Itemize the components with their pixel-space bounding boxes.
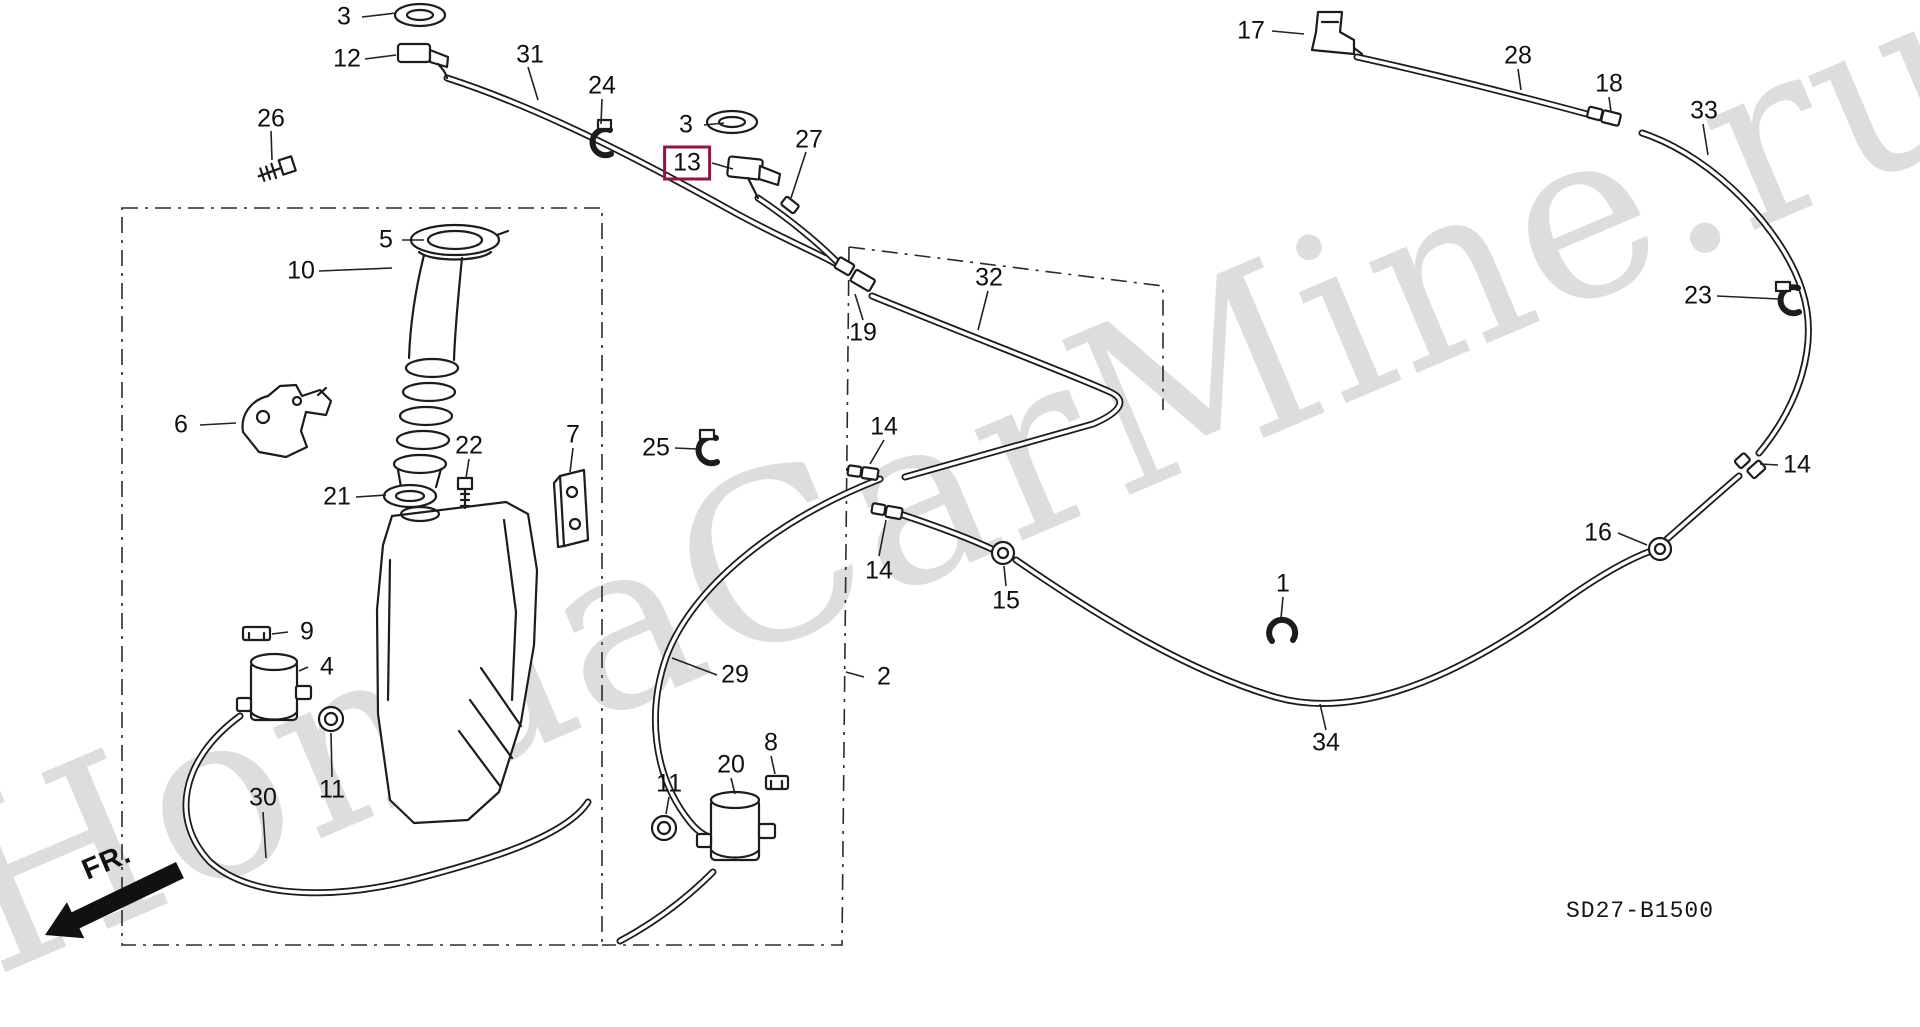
- washer-nozzle-13: [726, 155, 782, 200]
- hose-joint-14-lower: [870, 502, 904, 521]
- callout-11-35[interactable]: 11: [656, 769, 682, 798]
- callout-25-20[interactable]: 25: [642, 433, 670, 462]
- callout-14-25[interactable]: 14: [865, 556, 893, 585]
- hose-joint-27: [780, 195, 800, 215]
- callout-19-16[interactable]: 19: [849, 318, 877, 347]
- callout-12-1[interactable]: 12: [333, 44, 361, 73]
- grommet-11-left: [317, 705, 345, 733]
- grommet-16: [1647, 536, 1673, 562]
- nozzle-seal-3-left: [393, 2, 447, 28]
- callout-3-5[interactable]: 3: [679, 110, 693, 139]
- clip-23: [1774, 280, 1802, 317]
- washer-nozzle-12: [396, 42, 450, 80]
- callout-17-8[interactable]: 17: [1237, 16, 1265, 45]
- clip-1: [1266, 616, 1299, 644]
- hose-joint-19: [833, 256, 876, 292]
- callout-28-9[interactable]: 28: [1504, 41, 1532, 70]
- callout-3-0[interactable]: 3: [337, 2, 351, 31]
- boundary-box-reservoir: [121, 207, 603, 946]
- callout-2-31[interactable]: 2: [877, 662, 891, 691]
- callout-27-7[interactable]: 27: [795, 125, 823, 154]
- bracket-7: [552, 468, 590, 549]
- callout-6-17[interactable]: 6: [174, 410, 188, 439]
- callout-30-36[interactable]: 30: [249, 783, 277, 812]
- callout-33-11[interactable]: 33: [1690, 96, 1718, 125]
- filler-neck-10: [392, 253, 464, 489]
- callout-31-2[interactable]: 31: [516, 40, 544, 69]
- fr-indicator: FR.: [30, 838, 220, 955]
- callout-10-13[interactable]: 10: [287, 256, 315, 285]
- callout-21-23[interactable]: 21: [323, 482, 351, 511]
- clip-24: [589, 118, 614, 159]
- boundary-lines-tube-2: [602, 246, 1164, 946]
- leader-lines: [199, 12, 1780, 859]
- callout-29-30[interactable]: 29: [721, 660, 749, 689]
- pump-cover-9: [241, 625, 272, 642]
- clip-25: [695, 428, 720, 467]
- washer-pump-4: [235, 652, 313, 722]
- hose-joint-18: [1586, 105, 1622, 127]
- callout-7-19[interactable]: 7: [566, 420, 580, 449]
- callout-14-22[interactable]: 14: [1783, 450, 1811, 479]
- callout-22-18[interactable]: 22: [455, 431, 483, 460]
- diagram-linework: [121, 2, 1920, 946]
- callout-20-33[interactable]: 20: [717, 750, 745, 779]
- grommet-15: [990, 540, 1016, 566]
- callout-13-6-highlighted[interactable]: 13: [663, 145, 711, 181]
- washer-pump-20: [695, 790, 777, 862]
- callout-34-37[interactable]: 34: [1312, 728, 1340, 757]
- grommet-11-right: [650, 814, 678, 842]
- callout-16-24[interactable]: 16: [1584, 518, 1612, 547]
- hose-joint-14-right: [1733, 452, 1767, 480]
- washer-nozzle-17: [1310, 10, 1364, 56]
- callout-32-14[interactable]: 32: [975, 263, 1003, 292]
- callout-14-21[interactable]: 14: [870, 412, 898, 441]
- bolt-22: [456, 476, 474, 510]
- bracket-6: [241, 383, 333, 459]
- reservoir-tank-body: [375, 500, 539, 825]
- callout-23-15[interactable]: 23: [1684, 281, 1712, 310]
- callout-9-28[interactable]: 9: [300, 617, 314, 646]
- callout-11-34[interactable]: 11: [319, 775, 345, 804]
- hose-joint-14-upper: [846, 464, 880, 481]
- callout-8-32[interactable]: 8: [764, 728, 778, 757]
- callout-15-26[interactable]: 15: [992, 586, 1020, 615]
- callout-4-29[interactable]: 4: [320, 652, 334, 681]
- nozzle-seal-3-right: [705, 109, 759, 135]
- callout-18-10[interactable]: 18: [1595, 69, 1623, 98]
- pump-cover-8: [764, 774, 790, 791]
- fr-arrow-icon: [45, 862, 184, 939]
- part-code: SD27-B1500: [1566, 898, 1715, 924]
- bolt-26: [257, 155, 297, 182]
- callout-5-12[interactable]: 5: [379, 225, 393, 254]
- callout-24-4[interactable]: 24: [588, 71, 616, 100]
- callout-26-3[interactable]: 26: [257, 104, 285, 133]
- callout-1-27[interactable]: 1: [1276, 569, 1290, 598]
